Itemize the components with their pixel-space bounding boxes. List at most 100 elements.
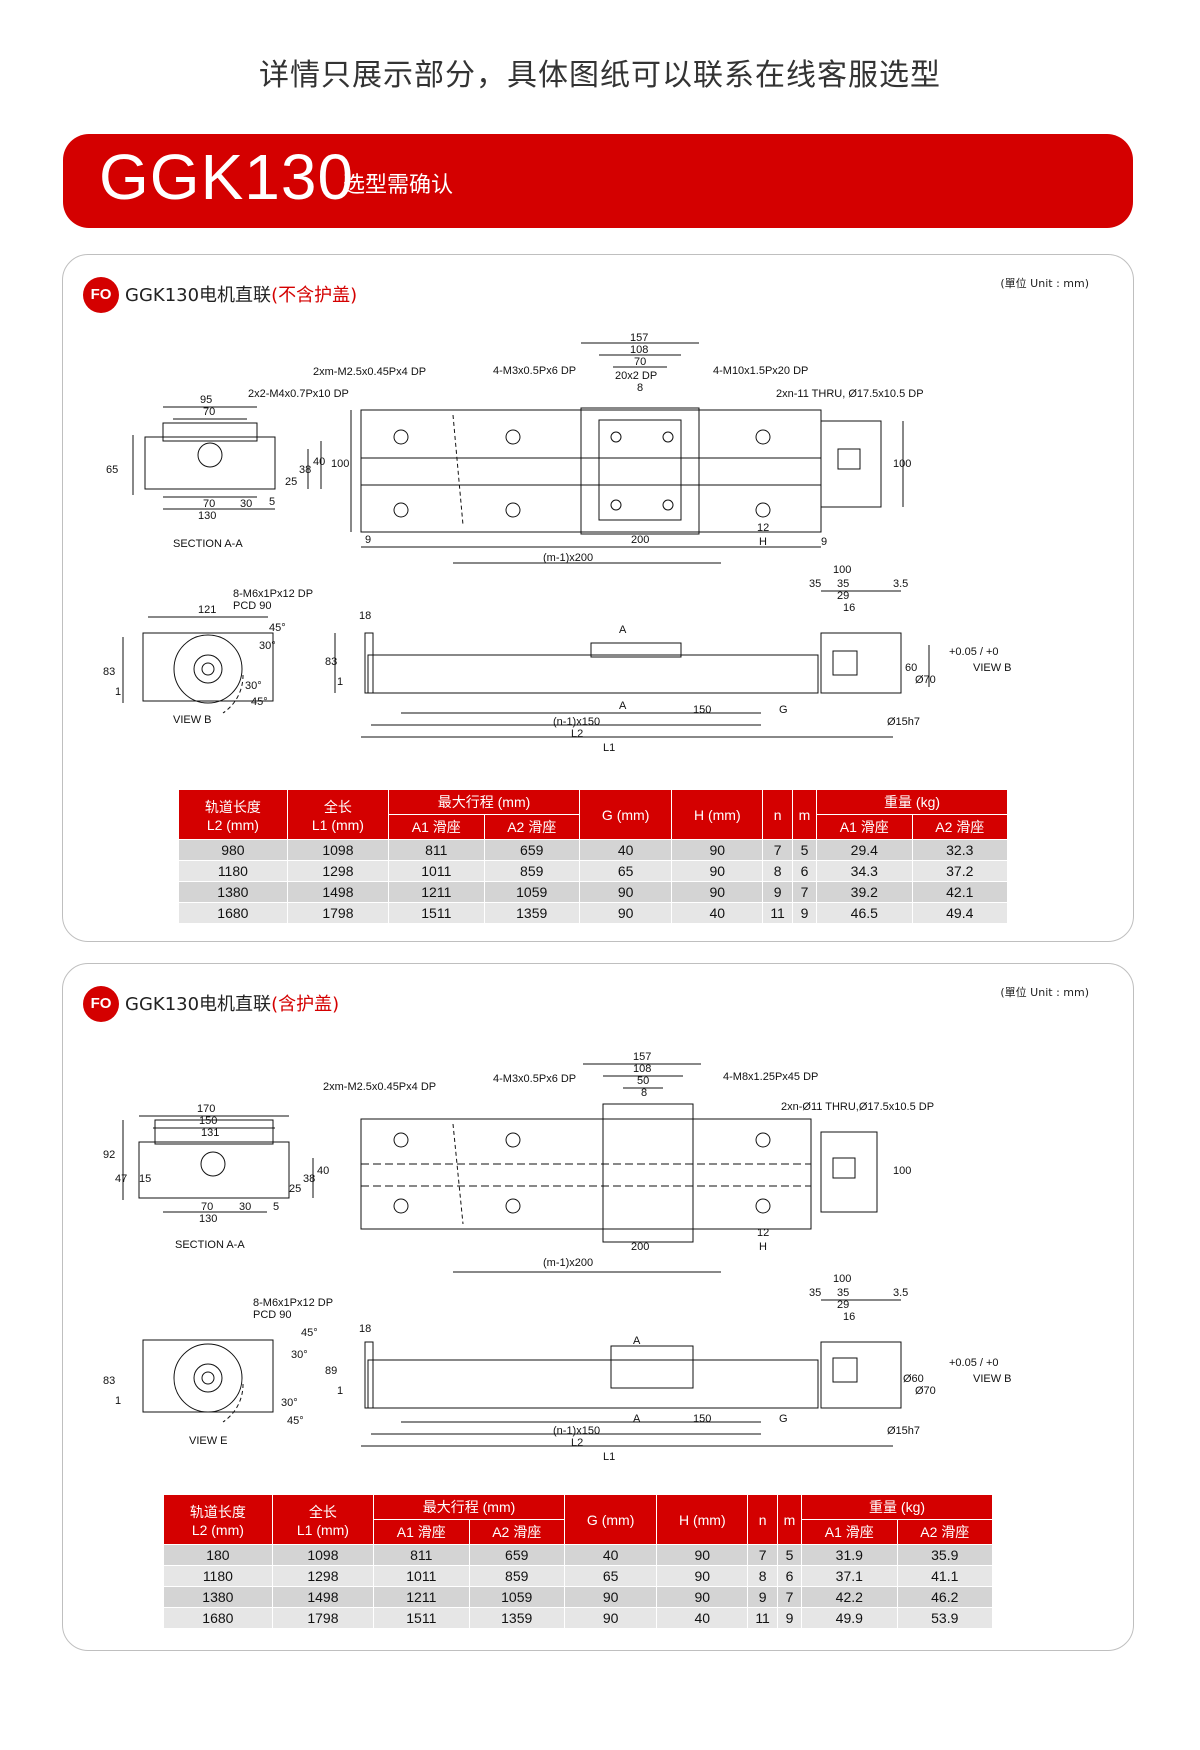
table-cell: 1498 (271, 1586, 375, 1608)
top-view-carriage (580, 407, 700, 535)
dim-label: 45° (287, 1415, 304, 1427)
view-caption: VIEW B (973, 1373, 1012, 1385)
col-header: A2 滑座 (468, 1519, 565, 1545)
dim-label: 47 (115, 1173, 127, 1185)
table-cell: 1359 (468, 1607, 565, 1629)
mount-hole (755, 502, 771, 518)
dim-label: 30° (281, 1397, 298, 1409)
dim-label: Ø15h7 (887, 1425, 920, 1437)
table-cell: 90 (671, 860, 764, 882)
dim-label: 2x2-M4x0.7Px10 DP (248, 388, 349, 400)
dim-label: 18 (359, 1323, 371, 1335)
model-name: GGK130 (99, 141, 355, 213)
dim-label: 157 (633, 1051, 651, 1063)
dim-label: 3.5 (893, 578, 908, 590)
table-cell: 7 (791, 881, 818, 903)
model-subtitle: 选型需确认 (343, 173, 454, 198)
table-cell: 90 (563, 1607, 658, 1629)
table-cell: 41.1 (896, 1565, 994, 1587)
table-cell: 6 (791, 860, 818, 882)
dim-label: 8-M6x1Px12 DP (253, 1297, 333, 1309)
view-caption: VIEW E (189, 1435, 228, 1447)
section-view-outline (144, 436, 276, 490)
table-cell: 1798 (286, 902, 390, 924)
table-cell: 8 (762, 860, 793, 882)
table-cell: 1180 (163, 1565, 273, 1587)
dim-label: 83 (103, 1375, 115, 1387)
col-header: A2 滑座 (483, 814, 580, 840)
mount-hole (393, 1132, 409, 1148)
col-header: 重量 (kg) (801, 1494, 993, 1520)
table-cell: 1511 (388, 902, 485, 924)
dim-label: 1 (337, 1385, 343, 1397)
dim-label: 45° (301, 1327, 318, 1339)
view-e-outline (142, 1339, 274, 1413)
view-caption: SECTION A-A (175, 1239, 245, 1251)
dim-label: 108 (633, 1063, 651, 1075)
dim-label: 95 (200, 394, 212, 406)
dim-label: 100 (833, 564, 851, 576)
side-view-carriage (590, 642, 682, 658)
section-view-bore (200, 1151, 226, 1177)
dim-label: 130 (198, 510, 216, 522)
dim-label: A (619, 624, 627, 636)
side-view-body (367, 1359, 819, 1409)
dim-label: PCD 90 (233, 600, 272, 612)
table-cell: 40 (671, 902, 764, 924)
dim-label: Ø70 (915, 674, 936, 686)
mount-hole (755, 1132, 771, 1148)
view-caption: VIEW B (173, 714, 212, 726)
table-cell: 8 (747, 1565, 778, 1587)
table-cell: 46.2 (896, 1586, 994, 1608)
dim-label: 200 (631, 1241, 649, 1253)
table-cell: 1059 (483, 881, 580, 903)
col-header: 最大行程 (mm) (373, 1494, 565, 1520)
dim-label: Ø15h7 (887, 716, 920, 728)
dim-label: (m-1)x200 (543, 552, 593, 564)
mount-hole (393, 502, 409, 518)
table-cell: 42.1 (911, 881, 1009, 903)
dim-label: 108 (630, 344, 648, 356)
dim-label: G (779, 1413, 788, 1425)
dim-label: 45° (269, 622, 286, 634)
mount-hole (755, 429, 771, 445)
table-cell: 1380 (163, 1586, 273, 1608)
col-header: H (mm) (656, 1494, 749, 1545)
dim-label: 83 (103, 666, 115, 678)
dim-label: 9 (365, 534, 371, 546)
table-cell: 1059 (468, 1586, 565, 1608)
dim-label: A (619, 700, 627, 712)
col-header: A1 滑座 (801, 1519, 898, 1545)
dim-label: 29 (837, 1299, 849, 1311)
table-cell: 29.4 (816, 839, 913, 861)
spec-card-with-cover: FO GGK130电机直联(含护盖) (單位 Unit : mm) (62, 963, 1134, 1651)
technical-drawing: 2xm-M2.5x0.45Px4 DP 2x2-M4x0.7Px10 DP 4-… (103, 332, 1012, 754)
technical-drawing: 2xm-M2.5x0.45Px4 DP 4-M3x0.5Px6 DP 4-M8x… (103, 1051, 1012, 1463)
dim-label: 16 (843, 1311, 855, 1323)
dim-label: A (633, 1413, 641, 1425)
dim-label: 40 (317, 1165, 329, 1177)
table-cell: 37.2 (911, 860, 1009, 882)
dim-label: 100 (893, 458, 911, 470)
table-cell: 1011 (388, 860, 485, 882)
table-cell: 859 (468, 1565, 565, 1587)
dim-label: 40 (313, 456, 325, 468)
table-cell: 40 (578, 839, 673, 861)
table-cell: 7 (747, 1544, 778, 1566)
dim-label: 3.5 (893, 1287, 908, 1299)
dim-label: +0.05 / +0 (949, 1357, 999, 1369)
col-header: m (776, 1494, 803, 1545)
table-cell: 11 (747, 1607, 778, 1629)
dim-label: 30° (291, 1349, 308, 1361)
table-cell: 1011 (373, 1565, 470, 1587)
table-cell: 90 (578, 881, 673, 903)
table-cell: 39.2 (816, 881, 913, 903)
view-b-flange (173, 634, 243, 704)
col-header: A1 滑座 (373, 1519, 470, 1545)
table-cell: 6 (776, 1565, 803, 1587)
dim-label: 16 (843, 602, 855, 614)
dim-label: 8-M6x1Px12 DP (233, 588, 313, 600)
dim-label: 25 (289, 1183, 301, 1195)
col-header: A2 滑座 (896, 1519, 994, 1545)
